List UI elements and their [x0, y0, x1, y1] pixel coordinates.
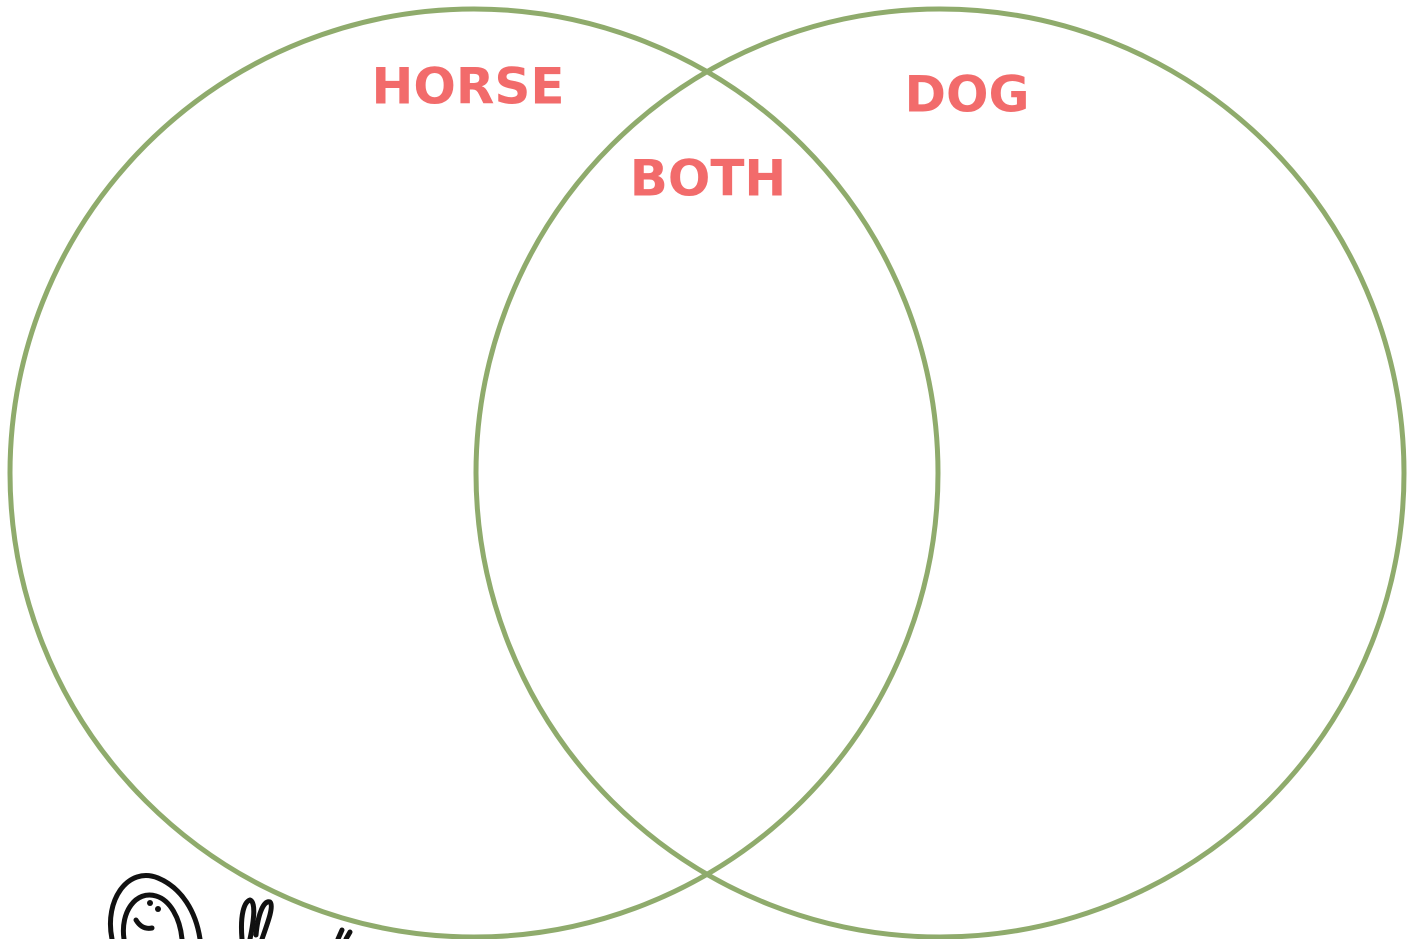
- overlap-label: BOTH: [630, 150, 787, 208]
- left-circle-label: HORSE: [371, 58, 564, 116]
- right-circle-label: DOG: [904, 66, 1029, 124]
